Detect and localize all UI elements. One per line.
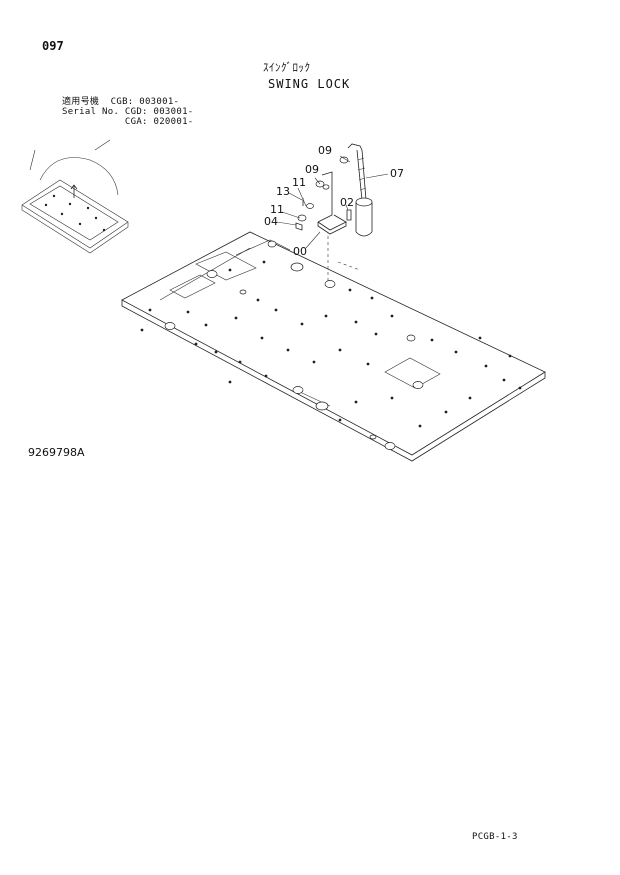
callout-11-a: 11 bbox=[292, 176, 306, 189]
callout-13: 13 bbox=[276, 185, 290, 198]
floor-plate bbox=[121, 231, 546, 462]
callout-00: 00 bbox=[293, 245, 307, 258]
title-english: SWING LOCK bbox=[268, 77, 351, 91]
serial-line-2: Serial No. CGD: 003001- bbox=[62, 107, 194, 117]
serial-line-3: CGA: 020001- bbox=[62, 117, 194, 127]
title-japanese: ｽｲﾝｸﾞﾛｯｸ bbox=[263, 61, 311, 74]
callout-09-a: 09 bbox=[318, 144, 332, 157]
callout-09-b: 09 bbox=[305, 163, 319, 176]
callout-02: 02 bbox=[340, 196, 354, 209]
floor-plate-holes bbox=[140, 240, 522, 450]
serial-line-1: 適用号機 CGB: 003001- bbox=[62, 97, 180, 107]
callout-11-b: 11 bbox=[270, 203, 284, 216]
drawing-number: 9269798A bbox=[28, 446, 85, 459]
page-number: 097 bbox=[42, 39, 64, 53]
swing-lock-assembly bbox=[276, 143, 389, 282]
callout-07: 07 bbox=[390, 167, 404, 180]
inset-locator-view bbox=[21, 139, 129, 254]
page-code: PCGB-1-3 bbox=[472, 832, 518, 842]
callout-04: 04 bbox=[264, 215, 278, 228]
